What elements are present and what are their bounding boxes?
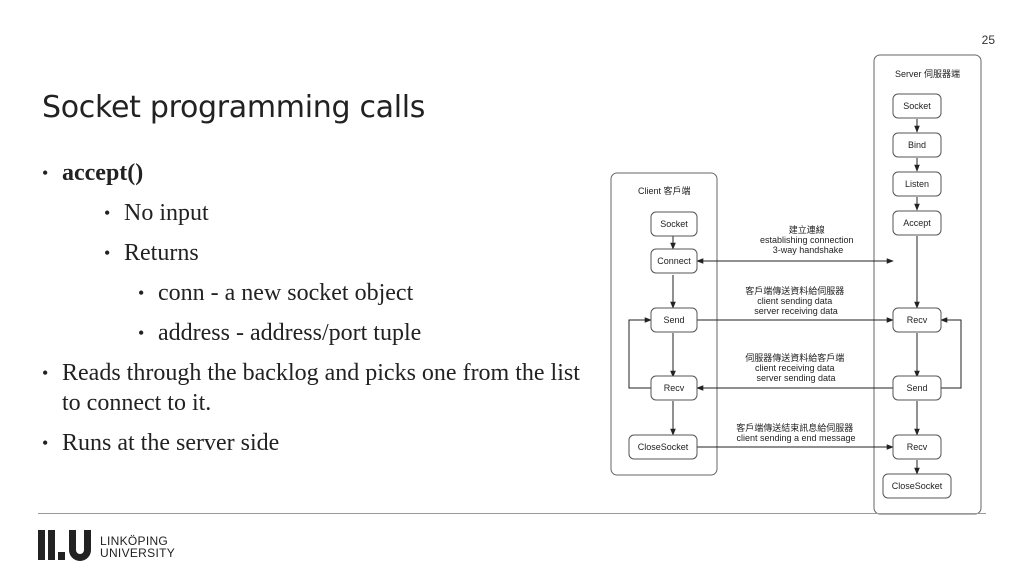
message-line: 客戶端傳送結束訊息給伺服器 — [736, 422, 853, 433]
bullet-no-input: No input — [104, 198, 602, 228]
message-handshake: 建立連線 establishing connection 3-way hands… — [760, 224, 856, 255]
message-line: 伺服器傳送資料給客戶端 — [745, 352, 844, 363]
bullet-text: No input — [124, 200, 209, 226]
node-label: Accept — [903, 218, 931, 228]
client-lane-label: Client 客戶端 — [638, 185, 691, 196]
node-label: Bind — [908, 140, 926, 150]
liu-logo-icon — [38, 530, 91, 561]
server-node-closesocket: CloseSocket — [882, 473, 952, 499]
bullet-list: accept() No input Returns conn - a new s… — [42, 158, 602, 468]
client-node-send: Send — [650, 307, 698, 333]
bullet-text: Returns — [124, 240, 199, 266]
message-line: server receiving data — [754, 306, 838, 316]
slide-number: 25 — [981, 33, 995, 47]
message-line: 建立連線 — [789, 224, 825, 235]
message-client-send: 客戶端傳送資料給伺服器 client sending data server r… — [745, 285, 847, 316]
bullet-text: Reads through the backlog and picks one … — [62, 360, 580, 416]
client-node-connect: Connect — [650, 248, 698, 274]
bullet-backlog: Reads through the backlog and picks one … — [42, 358, 602, 418]
server-node-listen: Listen — [892, 171, 942, 197]
message-server-send: 伺服器傳送資料給客戶端 client receiving data server… — [745, 352, 847, 383]
server-node-recv-end: Recv — [892, 434, 942, 460]
socket-flow-diagram: Client 客戶端 Server 伺服器端 建立連線 establishing… — [610, 54, 982, 515]
node-label: Socket — [660, 219, 688, 229]
bullet-returns: Returns — [104, 238, 602, 268]
bullet-text: Runs at the server side — [62, 430, 280, 456]
node-label: CloseSocket — [892, 481, 943, 491]
message-line: client receiving data — [755, 363, 835, 373]
node-label: Send — [663, 315, 684, 325]
server-node-bind: Bind — [892, 132, 942, 158]
bullet-text: accept() — [62, 160, 144, 186]
page-title: Socket programming calls — [42, 90, 426, 125]
message-line: client sending data — [757, 296, 832, 306]
message-line: client sending a end message — [736, 433, 855, 443]
bullet-server-side: Runs at the server side — [42, 428, 602, 458]
bullet-text: address - address/port tuple — [158, 320, 422, 346]
logo-text: LINKÖPING UNIVERSITY — [100, 535, 175, 559]
server-node-recv: Recv — [892, 307, 942, 333]
logo-line-1: LINKÖPING — [100, 534, 169, 548]
node-label: Recv — [907, 442, 928, 452]
bullet-text: conn - a new socket object — [158, 280, 414, 306]
node-label: Listen — [905, 179, 929, 189]
server-node-socket: Socket — [892, 93, 942, 119]
node-label: Socket — [903, 101, 931, 111]
bullet-accept: accept() — [42, 158, 602, 188]
node-label: Connect — [657, 256, 691, 266]
server-lane-label: Server 伺服器端 — [895, 68, 960, 79]
node-label: Recv — [664, 383, 685, 393]
server-node-accept: Accept — [892, 210, 942, 236]
message-line: 客戶端傳送資料給伺服器 — [745, 285, 844, 296]
client-node-socket: Socket — [650, 211, 698, 237]
client-node-closesocket: CloseSocket — [628, 434, 698, 460]
server-node-send: Send — [892, 375, 942, 401]
bullet-address: address - address/port tuple — [138, 318, 602, 348]
message-line: establishing connection — [760, 235, 854, 245]
node-label: Recv — [907, 315, 928, 325]
message-line: server sending data — [756, 373, 835, 383]
bullet-conn: conn - a new socket object — [138, 278, 602, 308]
message-line: 3-way handshake — [773, 245, 844, 255]
node-label: CloseSocket — [638, 442, 689, 452]
client-node-recv: Recv — [650, 375, 698, 401]
logo-line-2: UNIVERSITY — [100, 546, 176, 560]
footer-divider — [38, 513, 986, 514]
message-close: 客戶端傳送結束訊息給伺服器 client sending a end messa… — [736, 422, 856, 443]
node-label: Send — [906, 383, 927, 393]
